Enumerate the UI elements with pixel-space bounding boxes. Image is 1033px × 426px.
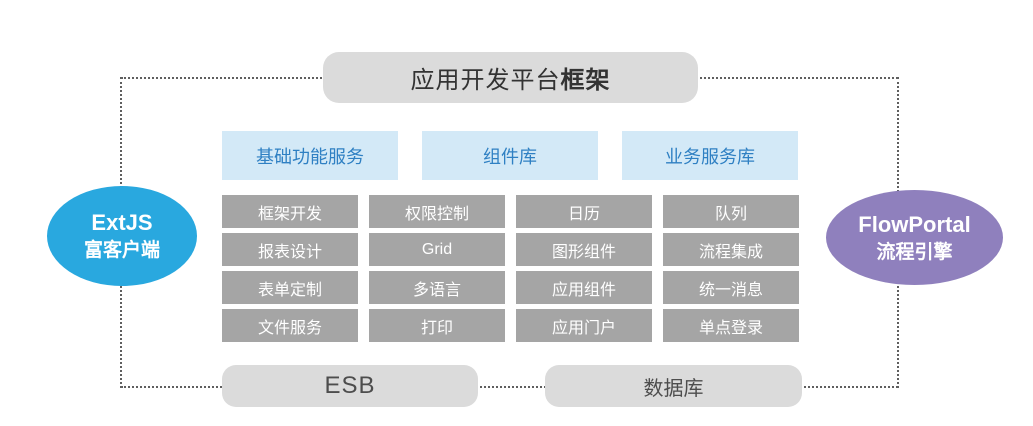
extjs-client-line1: ExtJS: [91, 210, 153, 236]
grid-cell-graph-components: 图形组件: [516, 233, 652, 266]
header-basic-function-services: 基础功能服务: [222, 131, 398, 180]
extjs-client-line2: 富客户端: [83, 240, 160, 262]
header-business-service-library: 业务服务库: [622, 131, 798, 180]
flowportal-engine-line1: FlowPortal: [858, 211, 971, 237]
service-grid: 框架开发 权限控制 日历 队列 报表设计 Grid 图形组件 流程集成 表单定制…: [222, 195, 799, 342]
dotted-line-bottom: [121, 386, 898, 388]
grid-cell-calendar: 日历: [516, 195, 652, 228]
grid-cell-grid: Grid: [369, 233, 505, 266]
grid-cell-form-customization: 表单定制: [222, 271, 358, 304]
grid-cell-queue: 队列: [663, 195, 799, 228]
database-box: 数据库: [545, 365, 802, 407]
column-header-row: 基础功能服务 组件库 业务服务库: [222, 131, 798, 180]
grid-cell-process-integration: 流程集成: [663, 233, 799, 266]
extjs-client-ellipse: ExtJS 富客户端: [47, 186, 197, 286]
platform-framework-label: 应用开发平台: [410, 67, 561, 94]
header-component-library: 组件库: [422, 131, 598, 180]
grid-cell-multi-language: 多语言: [369, 271, 505, 304]
grid-cell-single-sign-on: 单点登录: [663, 309, 799, 342]
grid-cell-framework-dev: 框架开发: [222, 195, 358, 228]
flowportal-engine-line2: 流程引擎: [876, 241, 953, 263]
grid-cell-permission-control: 权限控制: [369, 195, 505, 228]
grid-cell-report-design: 报表设计: [222, 233, 358, 266]
grid-cell-app-portal: 应用门户: [516, 309, 652, 342]
grid-cell-file-services: 文件服务: [222, 309, 358, 342]
grid-cell-printing: 打印: [369, 309, 505, 342]
grid-cell-app-components: 应用组件: [516, 271, 652, 304]
grid-cell-unified-messaging: 统一消息: [663, 271, 799, 304]
platform-framework-box: 应用开发平台框架: [323, 52, 698, 103]
flowportal-engine-ellipse: FlowPortal 流程引擎: [826, 190, 1003, 285]
platform-framework-label-bold: 框架: [560, 67, 611, 94]
esb-box: ESB: [222, 365, 478, 407]
